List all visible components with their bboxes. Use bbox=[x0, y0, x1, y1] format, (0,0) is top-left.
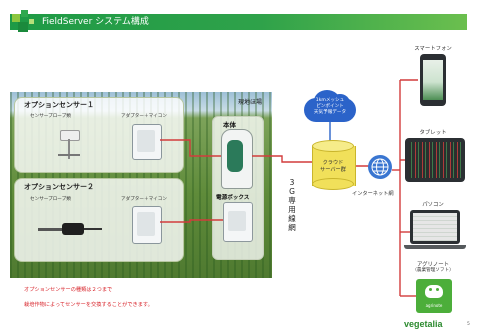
line-label-char: 網 bbox=[288, 223, 296, 232]
option-sensor-2-probe-label: センサープローブ類 bbox=[30, 197, 71, 202]
adapter-box-2-face bbox=[137, 212, 155, 236]
agrinote-label-2: （農業管理ソフト） bbox=[412, 268, 454, 273]
option-sensor-2-adapter-label: アダプター＋マイコン bbox=[121, 197, 167, 202]
weather-line-1: 1kmメッシュ bbox=[315, 98, 345, 103]
connector-sensor-1 bbox=[160, 139, 221, 157]
line-label-char: 3 bbox=[289, 178, 295, 187]
cloud-line-2: サーバー群 bbox=[320, 167, 346, 173]
database-icon bbox=[312, 140, 356, 190]
option-sensor-2-title: オプションセンサー２ bbox=[24, 183, 94, 191]
option-sensor-1-title: オプションセンサー１ bbox=[24, 101, 94, 109]
field-label: 現地ほ場 bbox=[238, 99, 263, 106]
globe-icon bbox=[368, 155, 392, 179]
line-label: 3 G 専 用 線 網 bbox=[286, 178, 298, 232]
option-sensor-1-probe-label: センサープローブ類 bbox=[30, 114, 71, 119]
tablet-label: タブレット bbox=[419, 130, 447, 136]
adapter-box-1-face bbox=[137, 130, 155, 152]
pc-screen bbox=[413, 213, 457, 241]
sensor-probe-1 bbox=[54, 124, 84, 162]
internet-label: インターネット網 bbox=[352, 191, 394, 197]
option-sensor-1-adapter-label: アダプター＋マイコン bbox=[121, 114, 167, 119]
line-label-char: 専 bbox=[288, 196, 296, 205]
smartphone-label: スマートフォン bbox=[414, 46, 452, 52]
agrinote-frog-icon: agrinote bbox=[416, 279, 452, 313]
pc-base bbox=[404, 245, 466, 249]
page-title: FieldServer システム構成 bbox=[42, 17, 149, 27]
vegetalia-logo: vegetalia bbox=[404, 319, 443, 329]
agrinote-label-1: アグリノート bbox=[416, 262, 450, 268]
main-unit-label: 本体 bbox=[223, 121, 236, 129]
note-line-2: 栽培作物によってセンサーを交換することができます。 bbox=[24, 302, 153, 308]
title-squares-icon bbox=[12, 10, 36, 34]
weather-cloud-icon bbox=[300, 88, 360, 124]
sensor-probe-2 bbox=[38, 218, 102, 240]
main-unit-screen bbox=[227, 140, 243, 172]
cloud-line-1: クラウド bbox=[322, 160, 344, 166]
pc-label: パソコン bbox=[422, 202, 444, 208]
power-box-face bbox=[228, 211, 246, 231]
note-line-1: オプションセンサーの種類は２つまで bbox=[24, 287, 113, 293]
tablet-screen bbox=[409, 142, 461, 178]
connector-main-to-cloud bbox=[252, 155, 313, 163]
line-label-char: 線 bbox=[288, 214, 296, 223]
power-box-label: 電源ボックス bbox=[216, 195, 250, 201]
page-number: 5 bbox=[467, 322, 470, 327]
weather-line-3: 天気予報データ bbox=[313, 110, 347, 115]
weather-line-2: ピンポイント bbox=[316, 104, 344, 109]
agrinote-icon-text: agrinote bbox=[425, 303, 443, 308]
line-label-char: G bbox=[289, 187, 295, 196]
smartphone-screen bbox=[423, 60, 443, 100]
line-label-char: 用 bbox=[288, 205, 296, 214]
connector-sensor-2 bbox=[160, 219, 223, 223]
title-bar bbox=[10, 14, 467, 30]
